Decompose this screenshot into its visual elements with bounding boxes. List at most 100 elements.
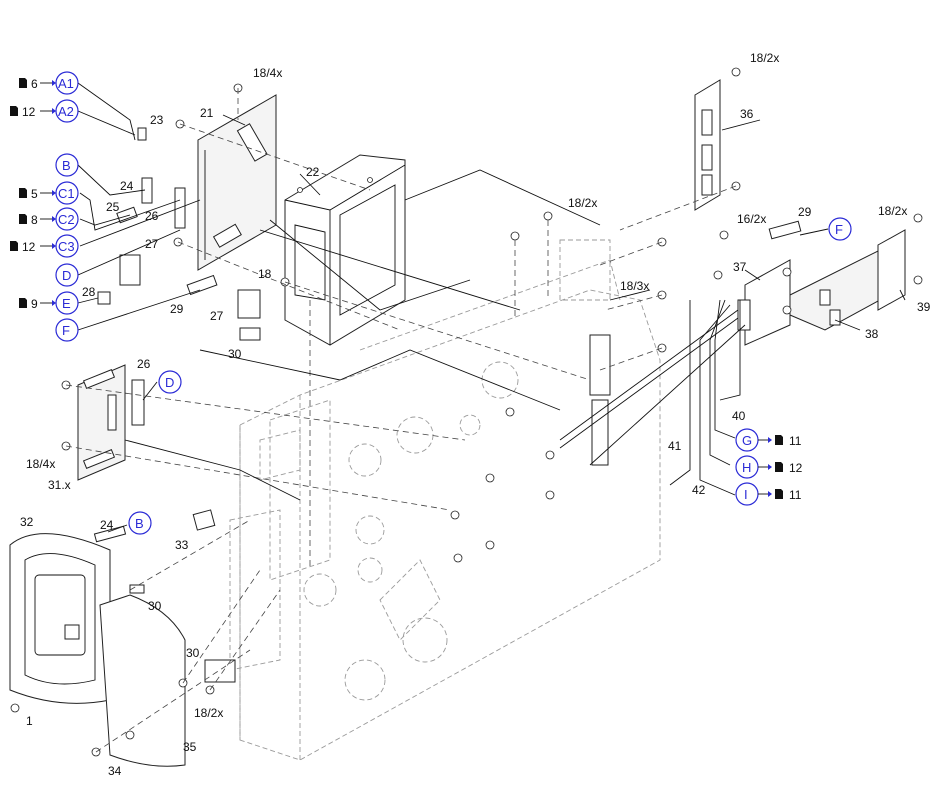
- label-42: 42: [692, 483, 706, 497]
- svg-text:H: H: [742, 460, 751, 475]
- document-page-icon: [19, 214, 27, 224]
- page-ref-A1[interactable]: 6: [19, 77, 56, 91]
- explosion-lines: [65, 88, 737, 753]
- cover-35: [99, 594, 186, 767]
- label-24b: 24: [100, 518, 114, 532]
- document-page-icon: [775, 462, 783, 472]
- svg-text:B: B: [135, 516, 144, 531]
- connector-bracket-37: [737, 259, 792, 346]
- label-31x: 31.x: [48, 478, 71, 492]
- label-23: 23: [150, 113, 164, 127]
- svg-text:8: 8: [31, 213, 38, 227]
- label-18-3x: 18/3x: [620, 279, 649, 293]
- label-38: 38: [865, 327, 879, 341]
- callout-H[interactable]: H: [735, 455, 759, 479]
- callout-E[interactable]: E: [55, 291, 79, 315]
- svg-text:D: D: [62, 268, 71, 283]
- svg-text:11: 11: [789, 434, 802, 448]
- callout-circles: A1 A2 B C1 C2 C3 D E F D B F G H I: [55, 71, 852, 535]
- document-page-icon: [10, 106, 18, 116]
- bracket-36: [694, 79, 721, 211]
- page-ref-H[interactable]: 12: [758, 461, 803, 475]
- pcb-38: [789, 229, 906, 331]
- svg-text:F: F: [835, 222, 843, 237]
- page-ref-C3[interactable]: 12: [10, 240, 56, 254]
- svg-text:11: 11: [789, 488, 802, 502]
- svg-text:9: 9: [31, 297, 38, 311]
- svg-text:C1: C1: [58, 186, 75, 201]
- callout-A2[interactable]: A2: [55, 99, 79, 123]
- cables: [124, 219, 746, 501]
- callout-B[interactable]: B: [55, 153, 79, 177]
- document-page-icon: [10, 241, 18, 251]
- display-panel-32: [9, 533, 111, 704]
- label-18-2x-right: 18/2x: [878, 204, 907, 218]
- callout-C3[interactable]: C3: [55, 234, 79, 258]
- callout-F[interactable]: F: [55, 318, 79, 342]
- svg-text:A2: A2: [58, 104, 74, 119]
- label-21: 21: [200, 106, 214, 120]
- svg-text:B: B: [62, 158, 71, 173]
- callout-I[interactable]: I: [735, 482, 759, 506]
- callout-A1[interactable]: A1: [55, 71, 79, 95]
- label-37: 37: [733, 260, 747, 274]
- page-references: 6 12 5 8 12 9 1: [10, 77, 803, 502]
- label-35: 35: [183, 740, 197, 754]
- label-16-2x: 16/2x: [737, 212, 766, 226]
- svg-text:5: 5: [31, 187, 38, 201]
- label-27: 27: [145, 237, 159, 251]
- callout-D2[interactable]: D: [158, 370, 182, 394]
- page-ref-C2[interactable]: 8: [19, 213, 56, 227]
- callout-G[interactable]: G: [735, 428, 759, 452]
- callout-D[interactable]: D: [55, 263, 79, 287]
- label-26b: 26: [137, 357, 151, 371]
- page-ref-A2[interactable]: 12: [10, 105, 56, 119]
- svg-text:F: F: [62, 323, 70, 338]
- label-1: 1: [26, 714, 33, 728]
- label-39: 39: [917, 300, 931, 314]
- label-41: 41: [668, 439, 682, 453]
- pcb-31x: [77, 364, 126, 481]
- label-30c: 30: [186, 646, 200, 660]
- svg-text:C3: C3: [58, 239, 75, 254]
- svg-text:I: I: [744, 487, 748, 502]
- document-page-icon: [775, 489, 783, 499]
- document-page-icon: [19, 188, 27, 198]
- page-ref-I[interactable]: 11: [758, 488, 802, 502]
- callout-F2[interactable]: F: [828, 217, 852, 241]
- page-ref-G[interactable]: 11: [758, 434, 802, 448]
- document-page-icon: [19, 298, 27, 308]
- document-page-icon: [775, 435, 783, 445]
- label-30a: 30: [228, 347, 242, 361]
- callout-C2[interactable]: C2: [55, 207, 79, 231]
- label-18-2x-bottom: 18/2x: [194, 706, 223, 720]
- printer-frame-ghost: [229, 239, 661, 761]
- svg-text:12: 12: [789, 461, 803, 475]
- callout-B2[interactable]: B: [128, 511, 152, 535]
- label-36: 36: [740, 107, 754, 121]
- label-25: 25: [106, 200, 120, 214]
- card-cage-22: [284, 154, 406, 346]
- svg-text:A1: A1: [58, 76, 74, 91]
- small-parts: [93, 127, 802, 683]
- label-28: 28: [82, 285, 96, 299]
- label-29: 29: [170, 302, 184, 316]
- page-ref-E[interactable]: 9: [19, 297, 56, 311]
- label-18: 18: [258, 267, 272, 281]
- label-18-2x-top: 18/2x: [750, 51, 779, 65]
- label-34: 34: [108, 764, 122, 778]
- label-29b: 29: [798, 205, 812, 219]
- label-30b: 30: [148, 599, 162, 613]
- label-18-2x-mid: 18/2x: [568, 196, 597, 210]
- label-24: 24: [120, 179, 134, 193]
- label-27b: 27: [210, 309, 224, 323]
- label-33: 33: [175, 538, 189, 552]
- svg-text:6: 6: [31, 77, 38, 91]
- label-18-4x-top: 18/4x: [253, 66, 282, 80]
- label-18-4x-left: 18/4x: [26, 457, 55, 471]
- svg-text:E: E: [62, 296, 71, 311]
- callout-C1[interactable]: C1: [55, 181, 79, 205]
- page-ref-C1[interactable]: 5: [19, 187, 56, 201]
- svg-text:12: 12: [22, 105, 36, 119]
